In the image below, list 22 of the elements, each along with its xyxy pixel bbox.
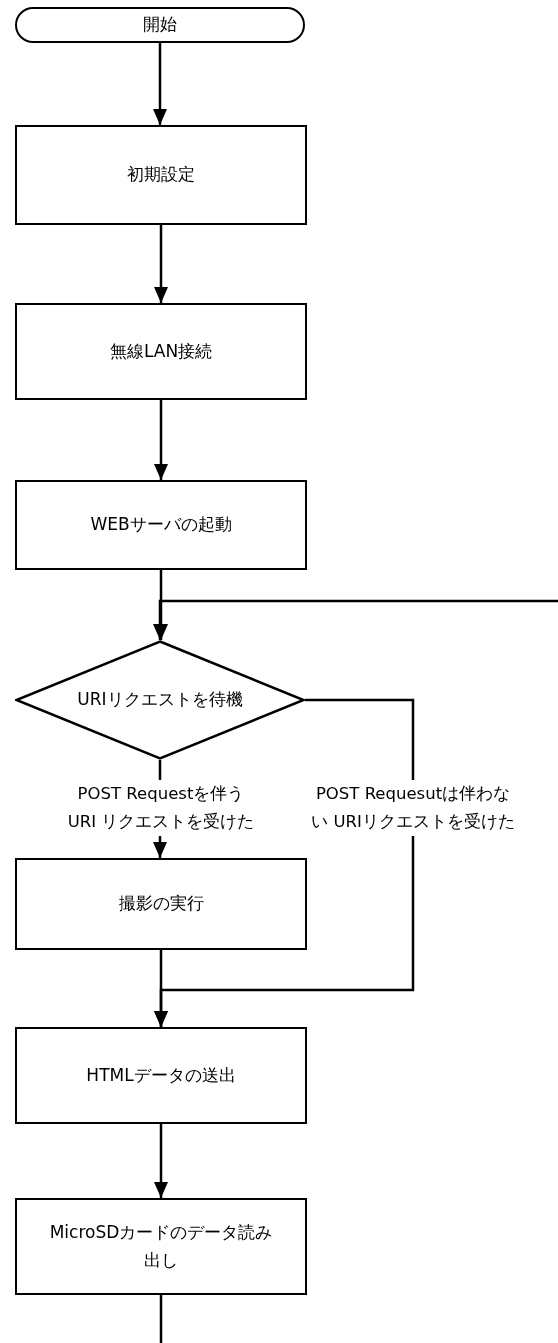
node-text: 無線LAN接続 (108, 339, 214, 363)
arrow (154, 400, 168, 480)
decision-diamond (15, 640, 305, 760)
process-box (15, 1198, 307, 1295)
process-box (15, 858, 307, 950)
process-box (15, 480, 307, 570)
arrow (153, 43, 167, 125)
arrow (153, 599, 558, 640)
terminal-shape (15, 7, 305, 43)
process-box (15, 125, 307, 225)
node-text: MicroSDカードのデータ読み出し (48, 1221, 274, 1272)
arrow (154, 950, 168, 1027)
node-text: HTMLデータの送出 (85, 1063, 237, 1087)
arrow (154, 225, 168, 303)
node-text: URIリクエストを待機 (76, 688, 244, 712)
node-text: 開始 (142, 13, 178, 37)
arrow (154, 1124, 168, 1198)
process-box (15, 303, 307, 400)
node-text: 初期設定 (126, 163, 196, 187)
node-text: WEBサーバの起動 (89, 513, 233, 537)
node-text: 撮影の実行 (117, 892, 205, 916)
process-box (15, 1027, 307, 1124)
